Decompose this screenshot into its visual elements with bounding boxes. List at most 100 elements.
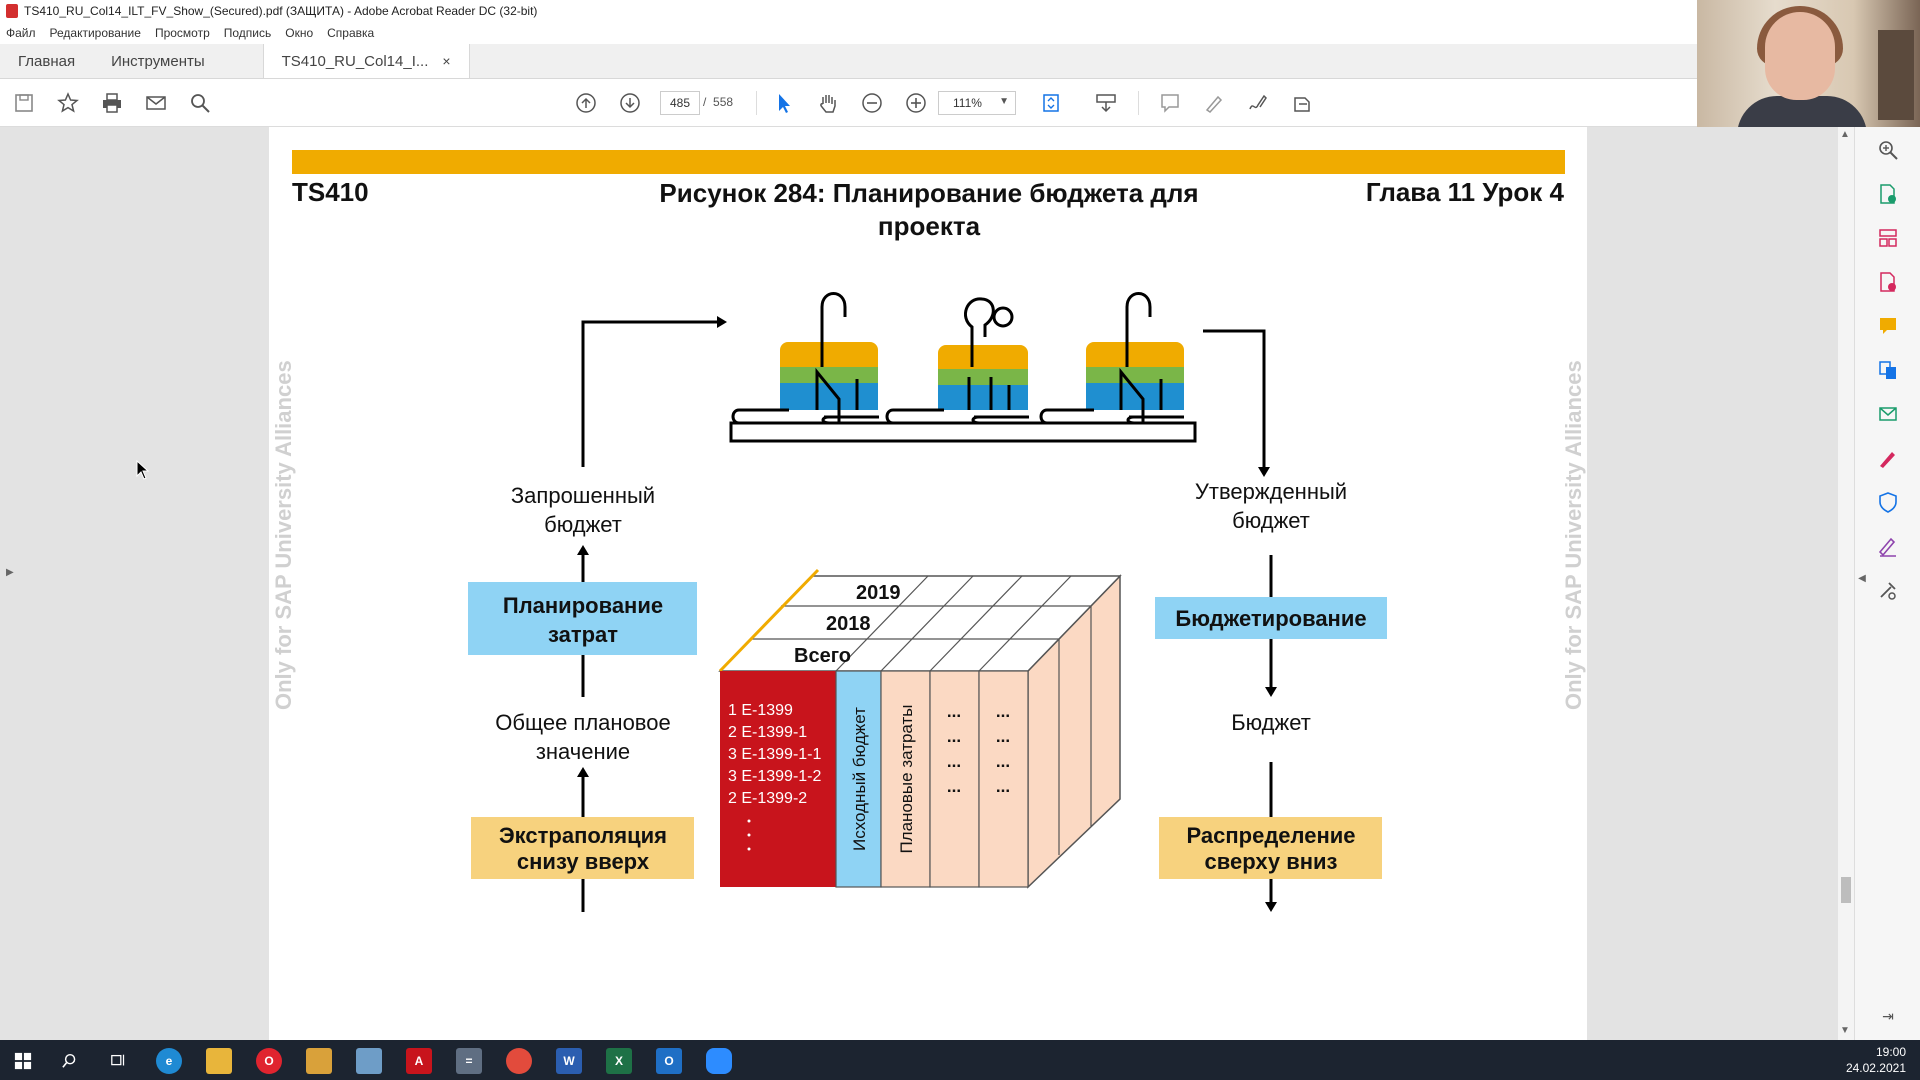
zoom-level-value: 111% bbox=[953, 96, 982, 110]
document-viewer[interactable]: ▶ TS410 Рисунок 284: Планирование бюджет… bbox=[0, 127, 1844, 1040]
bookmark-star-icon[interactable] bbox=[56, 91, 80, 115]
highlight-pen-icon[interactable] bbox=[1202, 91, 1226, 115]
request-signature-icon[interactable] bbox=[1877, 535, 1899, 557]
scrollbar-thumb[interactable] bbox=[1841, 877, 1851, 903]
toolbar: 485 / 558 111%▼ bbox=[0, 79, 1697, 127]
chevron-down-icon: ▼ bbox=[999, 96, 1009, 107]
zoom-level-select[interactable]: 111% ▼ bbox=[938, 91, 1016, 115]
webcam-background bbox=[1878, 30, 1914, 120]
cube-top-divider bbox=[978, 575, 1072, 672]
ellipsis: ... bbox=[947, 702, 961, 721]
tab-document[interactable]: TS410_RU_Col14_I... × bbox=[262, 44, 470, 78]
zoom-tool-icon[interactable] bbox=[1877, 139, 1899, 161]
left-panel-toggle-icon[interactable]: ▶ bbox=[6, 567, 14, 578]
tab-bar: Главная Инструменты TS410_RU_Col14_I... … bbox=[0, 44, 1697, 79]
create-pdf-icon[interactable] bbox=[1877, 183, 1899, 205]
wbs-element: 3 E-1399-1-2 bbox=[728, 768, 821, 785]
arrow-head bbox=[577, 545, 589, 555]
zoom-meeting-icon[interactable] bbox=[706, 1048, 732, 1074]
menu-view[interactable]: Просмотр bbox=[154, 26, 210, 40]
hand-tool-icon[interactable] bbox=[816, 91, 840, 115]
chrome-browser-icon[interactable] bbox=[506, 1048, 532, 1074]
windows-start-icon[interactable] bbox=[10, 1048, 36, 1074]
budgeting-box bbox=[1155, 597, 1387, 639]
system-clock[interactable]: 19:00 24.02.2021 bbox=[1846, 1044, 1906, 1076]
zoom-in-icon[interactable] bbox=[904, 91, 928, 115]
export-pdf-icon[interactable] bbox=[1877, 271, 1899, 293]
task-view-icon[interactable] bbox=[106, 1048, 132, 1074]
opera-browser-icon[interactable]: O bbox=[256, 1048, 282, 1074]
send-for-review-icon[interactable] bbox=[1877, 403, 1899, 425]
menu-window[interactable]: Окно bbox=[285, 26, 314, 40]
file-explorer-icon[interactable] bbox=[206, 1048, 232, 1074]
protect-icon[interactable] bbox=[1877, 491, 1899, 513]
ellipsis: ... bbox=[947, 727, 961, 746]
approved-flow-line bbox=[1203, 329, 1266, 467]
select-tool-icon[interactable] bbox=[772, 91, 796, 115]
webcam-video-feed bbox=[1697, 0, 1920, 127]
excel-icon[interactable]: X bbox=[606, 1048, 632, 1074]
title-bar: TS410_RU_Col14_ILT_FV_Show_(Secured).pdf… bbox=[0, 0, 1697, 22]
previous-page-icon[interactable] bbox=[574, 91, 598, 115]
print-icon[interactable] bbox=[100, 91, 124, 115]
outlook-icon[interactable]: O bbox=[656, 1048, 682, 1074]
menu-file[interactable]: Файл bbox=[6, 26, 36, 40]
wbs-element: 2 E-1399-2 bbox=[728, 790, 807, 807]
email-icon[interactable] bbox=[144, 91, 168, 115]
calculator-icon[interactable]: = bbox=[456, 1048, 482, 1074]
close-tab-icon[interactable]: × bbox=[442, 53, 451, 69]
page-number-input[interactable]: 485 bbox=[660, 91, 700, 115]
save-icon[interactable] bbox=[12, 91, 36, 115]
tab-home[interactable]: Главная bbox=[0, 44, 93, 78]
tab-tools[interactable]: Инструменты bbox=[93, 44, 223, 78]
scroll-up-icon[interactable]: ▲ bbox=[1840, 129, 1850, 140]
extra-column bbox=[929, 670, 980, 888]
sign-icon[interactable] bbox=[1246, 91, 1270, 115]
ellipsis: ... bbox=[996, 777, 1010, 796]
more-tools-icon[interactable] bbox=[1877, 579, 1899, 601]
overall-plan-label-2: значение bbox=[536, 739, 630, 764]
wbs-element: 1 E-1399 bbox=[728, 702, 793, 719]
comment-icon[interactable] bbox=[1158, 91, 1182, 115]
sticky-app-icon[interactable] bbox=[306, 1048, 332, 1074]
scroll-down-icon[interactable]: ▼ bbox=[1840, 1025, 1850, 1036]
collapse-pane-icon[interactable]: ◀ bbox=[1858, 572, 1866, 584]
menu-edit[interactable]: Редактирование bbox=[49, 26, 141, 40]
fit-page-icon[interactable] bbox=[1040, 91, 1064, 115]
share-icon[interactable] bbox=[1290, 91, 1314, 115]
vertical-scrollbar[interactable]: ▲ ▼ bbox=[1838, 127, 1854, 1040]
requested-budget-label-1: Запрошенный bbox=[511, 483, 655, 508]
tab-document-label: TS410_RU_Col14_I... bbox=[281, 52, 429, 70]
next-page-icon[interactable] bbox=[618, 91, 642, 115]
comment-tool-icon[interactable] bbox=[1877, 315, 1899, 337]
organize-pages-icon[interactable] bbox=[1877, 227, 1899, 249]
slide-title: Рисунок 284: Планирование бюджета для пр… bbox=[659, 178, 1199, 241]
menu-sign[interactable]: Подпись bbox=[223, 26, 272, 40]
ellipsis: ... bbox=[996, 727, 1010, 746]
zoom-out-icon[interactable] bbox=[860, 91, 884, 115]
menu-help[interactable]: Справка bbox=[327, 26, 375, 40]
cube-year-axis bbox=[718, 568, 820, 673]
top-down-label-1: Распределение bbox=[1187, 823, 1356, 848]
scrolling-mode-icon[interactable] bbox=[1094, 91, 1118, 115]
combine-files-icon[interactable] bbox=[1877, 359, 1899, 381]
arrow-head bbox=[1258, 467, 1270, 477]
toolbar-divider bbox=[756, 91, 757, 115]
edge-browser-icon[interactable]: e bbox=[156, 1048, 182, 1074]
search-icon[interactable] bbox=[58, 1048, 84, 1074]
fill-sign-icon[interactable] bbox=[1877, 447, 1899, 469]
menu-bar: Файл Редактирование Просмотр Подпись Окн… bbox=[0, 22, 1697, 44]
wbs-element: 2 E-1399-1 bbox=[728, 724, 807, 741]
acrobat-taskbar-icon[interactable]: A bbox=[406, 1048, 432, 1074]
bottom-up-label-1: Экстраполяция bbox=[499, 823, 667, 848]
planned-costs-column bbox=[880, 670, 931, 888]
overall-plan-label-1: Общее плановое bbox=[495, 710, 670, 735]
page-total-value: 558 bbox=[713, 95, 734, 109]
expand-pane-icon[interactable]: ⇥ bbox=[1882, 1007, 1894, 1024]
budget-label: Бюджет bbox=[1231, 710, 1311, 735]
word-icon[interactable]: W bbox=[556, 1048, 582, 1074]
notes-app-icon[interactable] bbox=[356, 1048, 382, 1074]
cost-planning-label-2: затрат bbox=[548, 622, 618, 647]
search-icon[interactable] bbox=[188, 91, 212, 115]
